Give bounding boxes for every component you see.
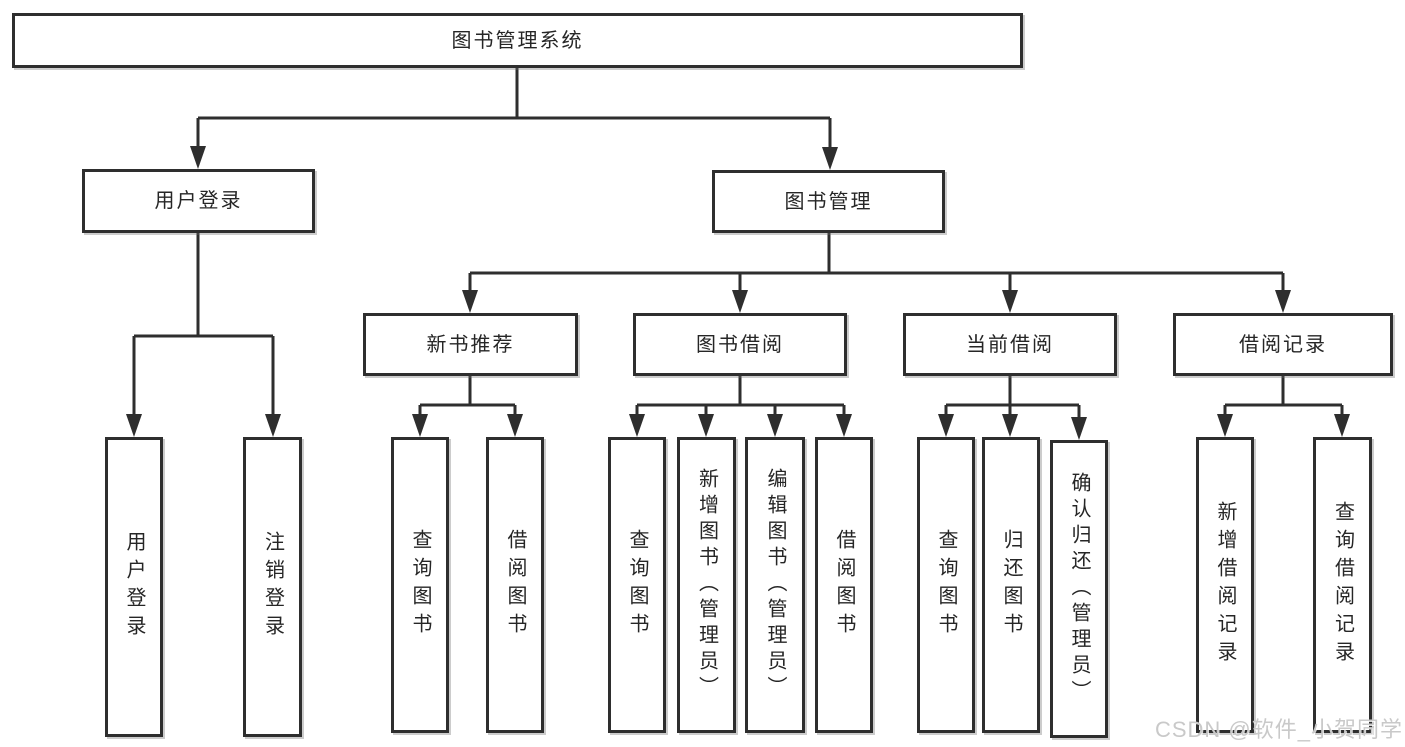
leaf-cb-confirm-return-admin: 确认归还（管理员） (1050, 440, 1108, 738)
watermark: CSDN @软件_小贺同学 (1154, 717, 1403, 742)
leaf-user-login: 用户登录 (105, 437, 163, 737)
leaf-cb-query-books: 查询图书 (917, 437, 975, 733)
leaf-nb-query-books: 查询图书 (391, 437, 449, 733)
node-book-borrow: 图书借阅 (633, 313, 847, 376)
leaf-bb-add-books-admin: 新增图书（管理员） (677, 437, 736, 733)
leaf-br-query-record: 查询借阅记录 (1313, 437, 1372, 733)
leaf-bb-borrow-books: 借阅图书 (815, 437, 873, 733)
node-borrow-records: 借阅记录 (1173, 313, 1393, 376)
node-root: 图书管理系统 (12, 13, 1023, 68)
leaf-br-add-record: 新增借阅记录 (1196, 437, 1254, 733)
leaf-nb-borrow-books: 借阅图书 (486, 437, 544, 733)
node-new-book-recommend: 新书推荐 (363, 313, 578, 376)
leaf-cb-return-books: 归还图书 (982, 437, 1040, 733)
node-current-borrow: 当前借阅 (903, 313, 1117, 376)
leaf-logout: 注销登录 (243, 437, 302, 737)
leaf-bb-edit-books-admin: 编辑图书（管理员） (745, 437, 805, 733)
leaf-bb-query-books: 查询图书 (608, 437, 666, 733)
node-book-management: 图书管理 (712, 170, 945, 233)
node-user-login: 用户登录 (82, 169, 315, 233)
